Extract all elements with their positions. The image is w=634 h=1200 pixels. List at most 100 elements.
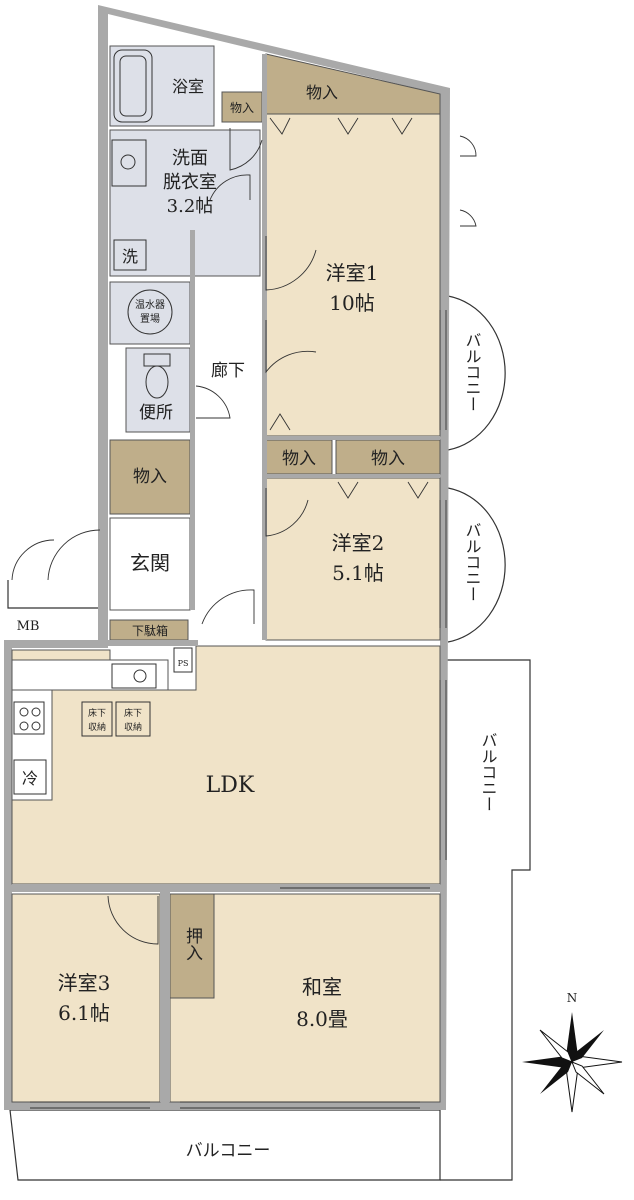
label-bath: 浴室 [172, 77, 204, 96]
kitchen-sink-icon [111, 663, 157, 689]
door-washroom [209, 174, 251, 201]
balcony-bay-lower [447, 487, 506, 643]
window-swing-a [459, 135, 477, 157]
burner-1-icon [19, 707, 29, 717]
stove-icon [13, 701, 45, 735]
compass-north-label: N [567, 991, 578, 1005]
label-ldk: LDK [206, 773, 255, 798]
wall-east-corridor [262, 54, 267, 640]
wall-room3-japanese [160, 892, 170, 1102]
door-ldk [201, 589, 255, 625]
underfloor-storage-1 [81, 701, 113, 737]
storage-left [109, 439, 191, 515]
label-water-heater-2: 置場 [140, 312, 160, 325]
label-underfloor-2a: 床下 [124, 707, 142, 719]
rooms [11, 45, 441, 1103]
partitions [12, 54, 440, 1102]
wall-entrance-south [108, 640, 198, 646]
western-room-2 [265, 477, 441, 641]
door-storage-small [229, 128, 263, 171]
door-room2 [265, 488, 309, 537]
western-room-3 [11, 893, 161, 1103]
labels: 浴室 物入 物入 洗面 脱衣室 3.2帖 洗 温水器 置場 便所 廊下 物入 玄… [17, 77, 498, 1161]
balcony-east-outline [440, 659, 531, 1181]
label-balcony-south: バルコニー [186, 1141, 271, 1161]
label-corridor: 廊下 [211, 361, 245, 381]
label-storage-top: 物入 [306, 83, 338, 102]
washroom [109, 129, 261, 277]
marker-6 [407, 481, 429, 499]
sink-counter-icon [111, 139, 147, 187]
label-western2-name: 洋室2 [332, 531, 385, 555]
label-washroom-size: 3.2帖 [167, 196, 214, 217]
marker-2 [337, 117, 359, 135]
toilet-room [125, 347, 191, 433]
washer-icon [113, 239, 147, 271]
wall-west-corridor [190, 230, 195, 610]
door-room1-upper [265, 236, 317, 291]
marker-4 [269, 413, 291, 431]
label-japanese-size: 8.0畳 [296, 1007, 348, 1031]
label-storage-left: 物入 [133, 467, 167, 487]
wall-ldk-south [12, 884, 440, 892]
label-western3-size: 6.1帖 [58, 1001, 110, 1025]
label-shoe-box: 下駄箱 [132, 623, 168, 638]
compass-sw-point [540, 1062, 572, 1094]
label-washroom-2: 脱衣室 [163, 172, 217, 193]
toilet-tank-icon [143, 353, 171, 367]
water-heater-room [109, 281, 191, 345]
closet [169, 893, 215, 999]
label-balcony-east-upper: バルコニー [463, 332, 482, 412]
label-balcony-east-mid: バルコニー [463, 522, 482, 602]
compass-west-point [522, 1056, 572, 1068]
label-western2-size: 5.1帖 [332, 561, 384, 585]
wall-room1-storage [266, 436, 440, 440]
label-underfloor-1a: 床下 [88, 707, 106, 719]
kitchen-side [11, 689, 53, 801]
underfloor-storage-2 [115, 701, 151, 737]
bathtub-icon [113, 49, 153, 123]
label-washroom-1: 洗面 [172, 148, 208, 169]
compass-north-point [566, 1012, 578, 1062]
label-storage-mid-a: 物入 [282, 449, 316, 469]
label-underfloor-1b: 収納 [88, 721, 106, 733]
label-western3-name: 洋室3 [58, 971, 111, 995]
balcony-bay-upper [447, 295, 506, 451]
label-western1-size: 10帖 [329, 291, 374, 315]
door-room1-lower [265, 320, 317, 374]
label-japanese-name: 和室 [302, 975, 342, 999]
sink-icon [120, 154, 136, 170]
closet-markers [269, 117, 429, 499]
wall-storage-room2 [266, 474, 440, 478]
label-balcony-east-lower: バルコニー [479, 732, 498, 812]
compass-se-point [571, 1061, 605, 1095]
label-entrance: 玄関 [130, 551, 170, 575]
compass-nw-point [539, 1029, 573, 1063]
door-front-b [47, 529, 101, 581]
label-mb: MB [17, 619, 40, 634]
kitchen-counter [11, 659, 169, 691]
window-swing-b [459, 209, 477, 227]
label-ps: PS [178, 659, 189, 668]
door-room3 [107, 895, 159, 945]
fridge-icon [13, 759, 47, 795]
label-closet: 押入 [182, 927, 203, 961]
door-swings [11, 128, 477, 945]
label-toilet: 便所 [139, 403, 173, 423]
label-underfloor-2b: 収納 [124, 721, 142, 733]
label-storage-top-small: 物入 [230, 101, 254, 115]
marker-1 [269, 117, 291, 135]
burner-3-icon [19, 721, 29, 731]
label-western1-name: 洋室1 [326, 261, 379, 285]
door-front-a [11, 539, 55, 581]
label-water-heater-1: 温水器 [135, 299, 165, 311]
compass-ne-point [572, 1030, 604, 1062]
bath-room [109, 45, 215, 127]
mb-outline [7, 580, 101, 609]
marker-5 [337, 481, 359, 499]
burner-2-icon [31, 707, 41, 717]
storage-mid-b [335, 439, 441, 475]
windows [30, 310, 447, 1109]
bathtub-inner-icon [119, 55, 147, 117]
